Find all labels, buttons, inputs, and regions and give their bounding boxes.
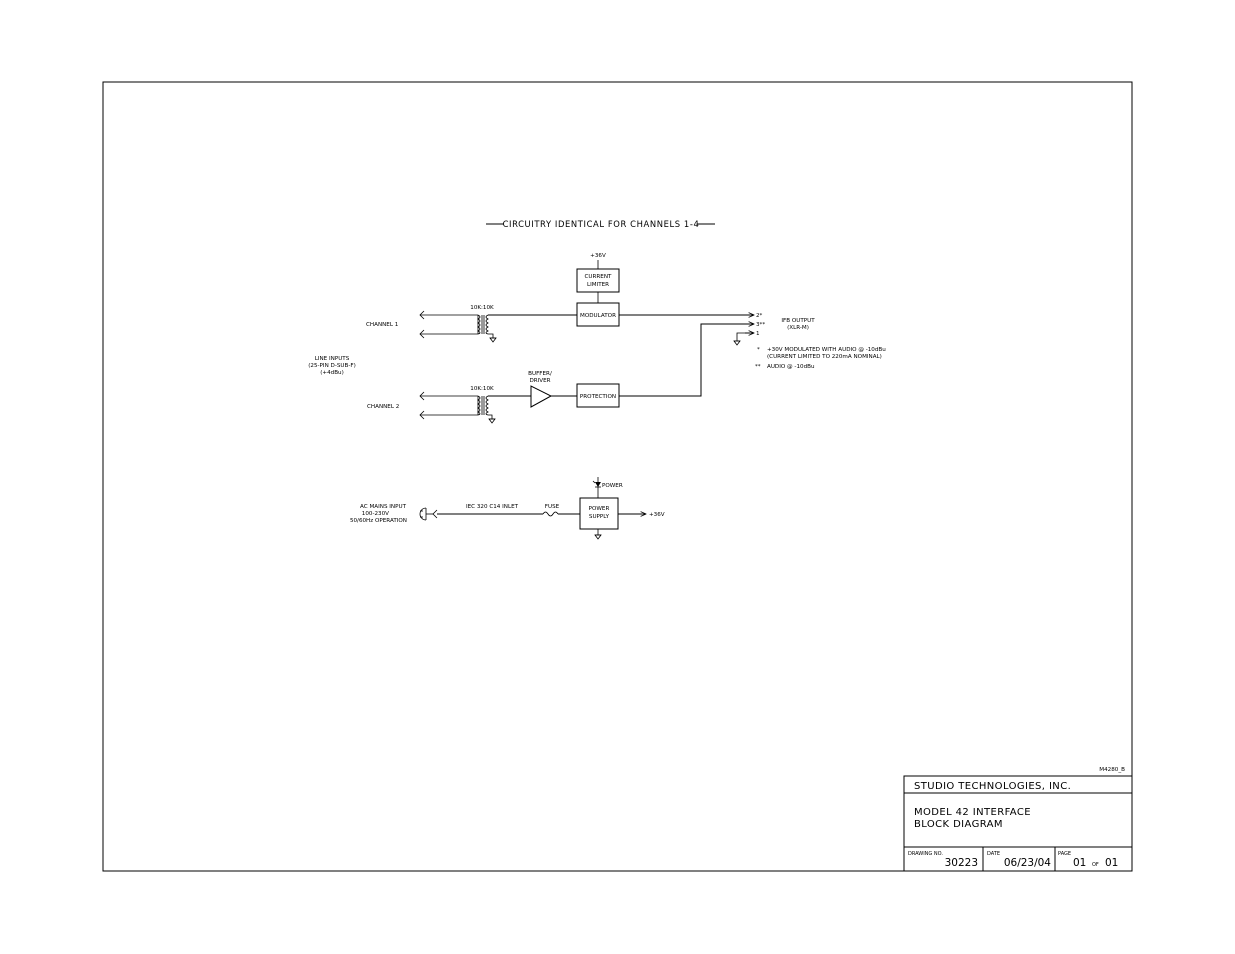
notes: * +30V MODULATED WITH AUDIO @ -10dBu (CU… — [755, 347, 886, 370]
channel-2-label: CHANNEL 2 — [367, 404, 399, 410]
ac-mains-label: AC MAINS INPUT 100-230V 50/60Hz OPERATIO… — [350, 504, 407, 524]
ac-plug-icon — [419, 507, 433, 521]
fuse-label: FUSE — [545, 504, 560, 510]
title-block: STUDIO TECHNOLOGIES, INC. MODEL 42 INTER… — [903, 775, 1133, 872]
svg-text:*: * — [757, 347, 760, 353]
psu-output-label: +36V — [649, 512, 665, 518]
drawing-title-line2: BLOCK DIAGRAM — [914, 819, 1003, 830]
power-led-icon — [592, 477, 601, 498]
svg-text:AC MAINS INPUT: AC MAINS INPUT — [360, 504, 407, 510]
svg-text:(XLR-M): (XLR-M) — [787, 325, 809, 331]
page-label: PAGE — [1058, 851, 1071, 857]
power-supply-block: POWER SUPPLY — [579, 497, 619, 530]
buffer-amplifier-icon — [530, 385, 553, 408]
channel-1-input-pins — [419, 310, 478, 339]
transformer-1-ratio: 10K:10K — [470, 305, 494, 311]
svg-text:LINE INPUTS: LINE INPUTS — [315, 356, 350, 362]
protection-block: PROTECTION — [576, 383, 620, 408]
svg-text:MODULATOR: MODULATOR — [580, 313, 616, 319]
svg-text:(25-PIN D-SUB-F): (25-PIN D-SUB-F) — [308, 363, 356, 369]
current-limiter-block: CURRENT LIMITER — [576, 268, 620, 293]
ground-icon — [594, 534, 602, 540]
page-of-label: OF — [1092, 862, 1099, 868]
svg-text:CURRENT: CURRENT — [585, 274, 612, 280]
transformer-1 — [477, 314, 577, 338]
ifb-pin-2: 2* — [756, 313, 763, 319]
ifb-pin-3: 3** — [756, 322, 765, 328]
svg-text:100-230V: 100-230V — [362, 511, 389, 517]
date-label: DATE — [987, 851, 1000, 857]
channel-heading: CIRCUITRY IDENTICAL FOR CHANNELS 1-4 — [486, 219, 715, 229]
buffer-driver-label: BUFFER/ DRIVER — [528, 371, 552, 384]
power-led-label: POWER — [602, 483, 623, 489]
channel-heading-text: CIRCUITRY IDENTICAL FOR CHANNELS 1-4 — [503, 219, 700, 229]
ifb-output-label: IFB OUTPUT (XLR-M) — [781, 318, 815, 331]
svg-text:BUFFER/: BUFFER/ — [528, 371, 552, 377]
ifb-pin-1: 1 — [756, 331, 760, 337]
line-inputs-label: LINE INPUTS (25-PIN D-SUB-F) (+4dBu) — [308, 356, 356, 376]
transformer-2-ratio: 10K:10K — [470, 386, 494, 392]
drawing-title-line1: MODEL 42 INTERFACE — [914, 807, 1031, 818]
svg-text:LIMITER: LIMITER — [587, 282, 609, 288]
modulator-block: MODULATOR — [576, 302, 620, 327]
ground-icon — [488, 418, 496, 424]
page-total-value: 01 — [1105, 857, 1118, 869]
company-name: STUDIO TECHNOLOGIES, INC. — [914, 781, 1071, 792]
channel-1-label: CHANNEL 1 — [366, 322, 399, 328]
sheet-border — [102, 81, 1133, 872]
svg-text:**: ** — [755, 364, 761, 370]
svg-text:SUPPLY: SUPPLY — [589, 514, 610, 520]
svg-text:50/60Hz OPERATION: 50/60Hz OPERATION — [350, 518, 407, 524]
drawing-reference: M4280_B — [1099, 767, 1125, 773]
svg-text:DRIVER: DRIVER — [529, 378, 550, 384]
date-value: 06/23/04 — [1004, 857, 1051, 869]
drawing-no-value: 30223 — [945, 857, 978, 869]
svg-text:AUDIO @ -10dBu: AUDIO @ -10dBu — [767, 364, 815, 370]
channel-2-input-pins — [419, 391, 478, 420]
limiter-supply-label: +36V — [590, 253, 606, 259]
svg-text:POWER: POWER — [589, 506, 610, 512]
fuse-icon — [542, 511, 559, 517]
svg-text:IFB OUTPUT: IFB OUTPUT — [781, 318, 815, 324]
transformer-2 — [477, 395, 531, 419]
svg-text:(CURRENT LIMITED TO 220mA NOMI: (CURRENT LIMITED TO 220mA NOMINAL) — [767, 354, 882, 360]
svg-text:(+4dBu): (+4dBu) — [320, 370, 344, 376]
svg-text:+30V MODULATED WITH AUDIO @ -1: +30V MODULATED WITH AUDIO @ -10dBu — [767, 347, 886, 353]
svg-text:PROTECTION: PROTECTION — [580, 394, 616, 400]
drawing-no-label: DRAWING NO. — [908, 851, 943, 857]
iec-inlet-label: IEC 320 C14 INLET — [466, 504, 519, 510]
ground-icon — [489, 337, 497, 343]
page-value: 01 — [1073, 857, 1086, 869]
ground-icon — [733, 340, 741, 346]
